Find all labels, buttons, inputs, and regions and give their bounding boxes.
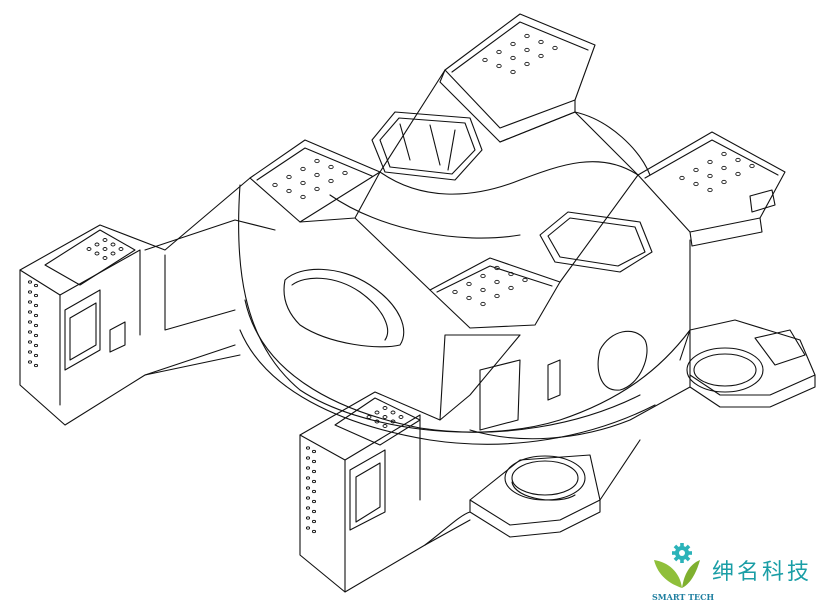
logo-chinese-text: 绅名科技 <box>712 560 813 585</box>
logo-english-text: SMART TECH <box>652 592 715 602</box>
front-top-plate <box>430 258 560 328</box>
lower-body-edges <box>145 355 690 545</box>
bolt-holes <box>28 34 754 532</box>
front-bearing-ring <box>470 455 600 537</box>
right-top-plate <box>638 132 785 246</box>
company-logo: 绅名科技 SMART TECH <box>648 540 818 610</box>
left-side-beam <box>20 178 275 425</box>
central-dish-body <box>239 185 690 444</box>
right-bearing-ring <box>687 320 815 407</box>
left-top-plate <box>250 140 380 222</box>
front-side-beam <box>300 335 560 592</box>
top-window-front <box>540 212 652 272</box>
logo-mark-icon <box>654 543 700 588</box>
top-window-rear <box>372 112 482 180</box>
central-top-surface <box>300 70 650 290</box>
